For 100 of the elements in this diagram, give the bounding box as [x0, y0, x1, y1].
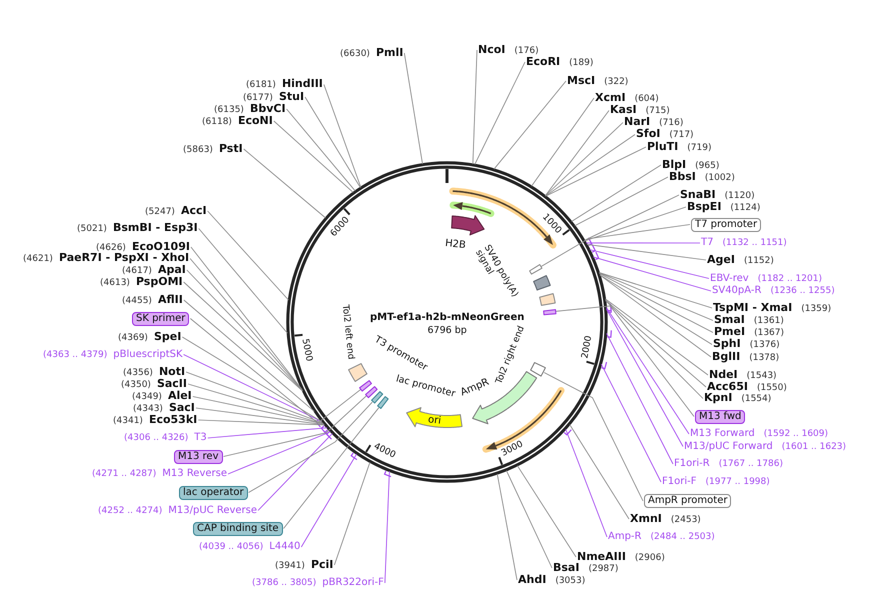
primer-name: F1ori-R: [674, 457, 710, 470]
leader-line: [494, 80, 566, 170]
feature-label: lac promoter: [394, 374, 456, 400]
cut-site-position: (4350): [121, 378, 151, 392]
cut-site-position: (2453): [670, 514, 701, 526]
cut-site-position: (5021): [77, 223, 107, 236]
leader-line: [592, 256, 712, 292]
leader-line: [198, 228, 288, 334]
leader-line: [571, 164, 662, 222]
leader-line: [604, 298, 708, 376]
enzyme-name: SfoI: [636, 127, 660, 140]
primer-name: SV40pA-R: [712, 284, 762, 297]
primer-name: M13 Forward: [690, 427, 755, 440]
leader-line: [190, 318, 362, 424]
leader-line: [474, 62, 526, 165]
enzyme-name: NarI: [624, 115, 650, 128]
enzyme-name: PciI: [310, 558, 334, 570]
cut-site-position: (965): [695, 160, 720, 172]
feature-mark: [376, 396, 389, 410]
feature-tag: SK primer: [132, 312, 190, 326]
leader-line: [198, 420, 325, 426]
primer-range: (3786 .. 3805): [252, 577, 316, 590]
cut-site-position: (604): [634, 92, 659, 105]
cut-site-position: (2987): [588, 562, 618, 576]
cut-site-position: (6177): [243, 92, 273, 104]
leader-line: [600, 274, 712, 358]
enzyme-name: BspEI: [687, 200, 722, 212]
plasmid-length: 6796 bp: [428, 326, 467, 336]
enzyme-name: MscI: [567, 74, 596, 86]
leader-line: [584, 206, 686, 242]
enzyme-name: EcoNI: [238, 114, 273, 126]
primer-name: M13/pUC Reverse: [168, 504, 258, 516]
leader-line: [286, 108, 356, 192]
cut-site-position: (1367): [754, 327, 784, 340]
cut-site-position: (2906): [634, 552, 665, 564]
cut-site-position: (719): [687, 142, 712, 154]
cut-site-position: (1120): [724, 190, 755, 202]
feature-tag: T7 promoter: [691, 218, 762, 232]
enzyme-name: Acc65I: [707, 380, 748, 392]
feature-tag: M13 rev: [174, 450, 222, 464]
enzyme-name: ApaI: [158, 262, 186, 276]
enzyme-name: BglII: [712, 350, 740, 362]
enzyme-name: KasI: [610, 103, 637, 116]
enzyme-name: PmlI: [376, 46, 404, 58]
primer-name: T3: [194, 431, 207, 444]
feature-box: [530, 362, 546, 378]
primer-range: (4363 .. 4379): [43, 348, 108, 362]
enzyme-name: AhdI: [518, 572, 546, 586]
enzyme-name: NotI: [158, 364, 186, 378]
leader-line: [531, 98, 594, 187]
leader-line: [565, 428, 608, 538]
feature-tag: M13 fwd: [695, 410, 746, 424]
enzyme-name: AflII: [158, 292, 183, 306]
enzyme-name: NdeI: [709, 368, 738, 380]
enzyme-name: SnaBI: [680, 188, 716, 200]
leader-line: [283, 407, 380, 529]
leader-line: [606, 333, 674, 464]
enzyme-name: PspOMI: [136, 274, 183, 288]
feature-label: H2B: [444, 238, 466, 252]
cut-site-position: (4455): [122, 294, 152, 308]
leader-line: [544, 110, 610, 196]
leader-line: [496, 473, 518, 580]
leader-line: [258, 433, 333, 511]
primer-name: T7: [701, 236, 714, 249]
enzyme-name: AccI: [180, 204, 207, 216]
cut-site-position: (715): [646, 105, 670, 117]
feature-mark: [529, 264, 543, 275]
cut-site-position: (5247): [145, 206, 175, 218]
cut-site-position: (4356): [123, 366, 153, 380]
cut-site-position: (6181): [246, 79, 276, 92]
leader-line: [183, 354, 322, 422]
leader-line: [243, 148, 326, 218]
primer-range: (1977 .. 1998): [705, 476, 770, 489]
leader-line: [600, 274, 712, 345]
leader-line: [606, 308, 684, 447]
cut-site-position: (322): [604, 76, 628, 88]
enzyme-name: PstI: [218, 142, 243, 154]
cut-site-position: (3941): [275, 560, 305, 572]
feature-tag: AmpR promoter: [644, 494, 732, 508]
leader-line: [182, 336, 322, 422]
leader-line: [544, 372, 644, 502]
enzyme-name: TspMI - XmaI: [713, 300, 792, 314]
enzyme-name: NcoI: [478, 42, 506, 56]
primer-name: pBR322ori-F: [322, 576, 384, 589]
feature-label: AmpR: [459, 376, 492, 400]
enzyme-name: NmeAIII: [577, 550, 626, 562]
leader-line: [574, 176, 668, 226]
enzyme-name: SacI: [168, 400, 195, 414]
primer-name: M13/pUC Forward: [684, 440, 773, 452]
leader-line: [334, 462, 370, 566]
primer-range: (4039 .. 4056): [199, 541, 264, 554]
leader-line: [569, 424, 630, 520]
leader-line: [599, 273, 714, 333]
leader-line: [273, 120, 354, 193]
leader-line: [606, 307, 690, 434]
feature-label: Tol2 right end: [494, 324, 528, 386]
enzyme-name: BbvCI: [250, 102, 286, 114]
cut-site-position: (717): [669, 129, 694, 142]
cut-site-position: (4369): [118, 332, 148, 344]
feature-mark: [364, 386, 378, 398]
